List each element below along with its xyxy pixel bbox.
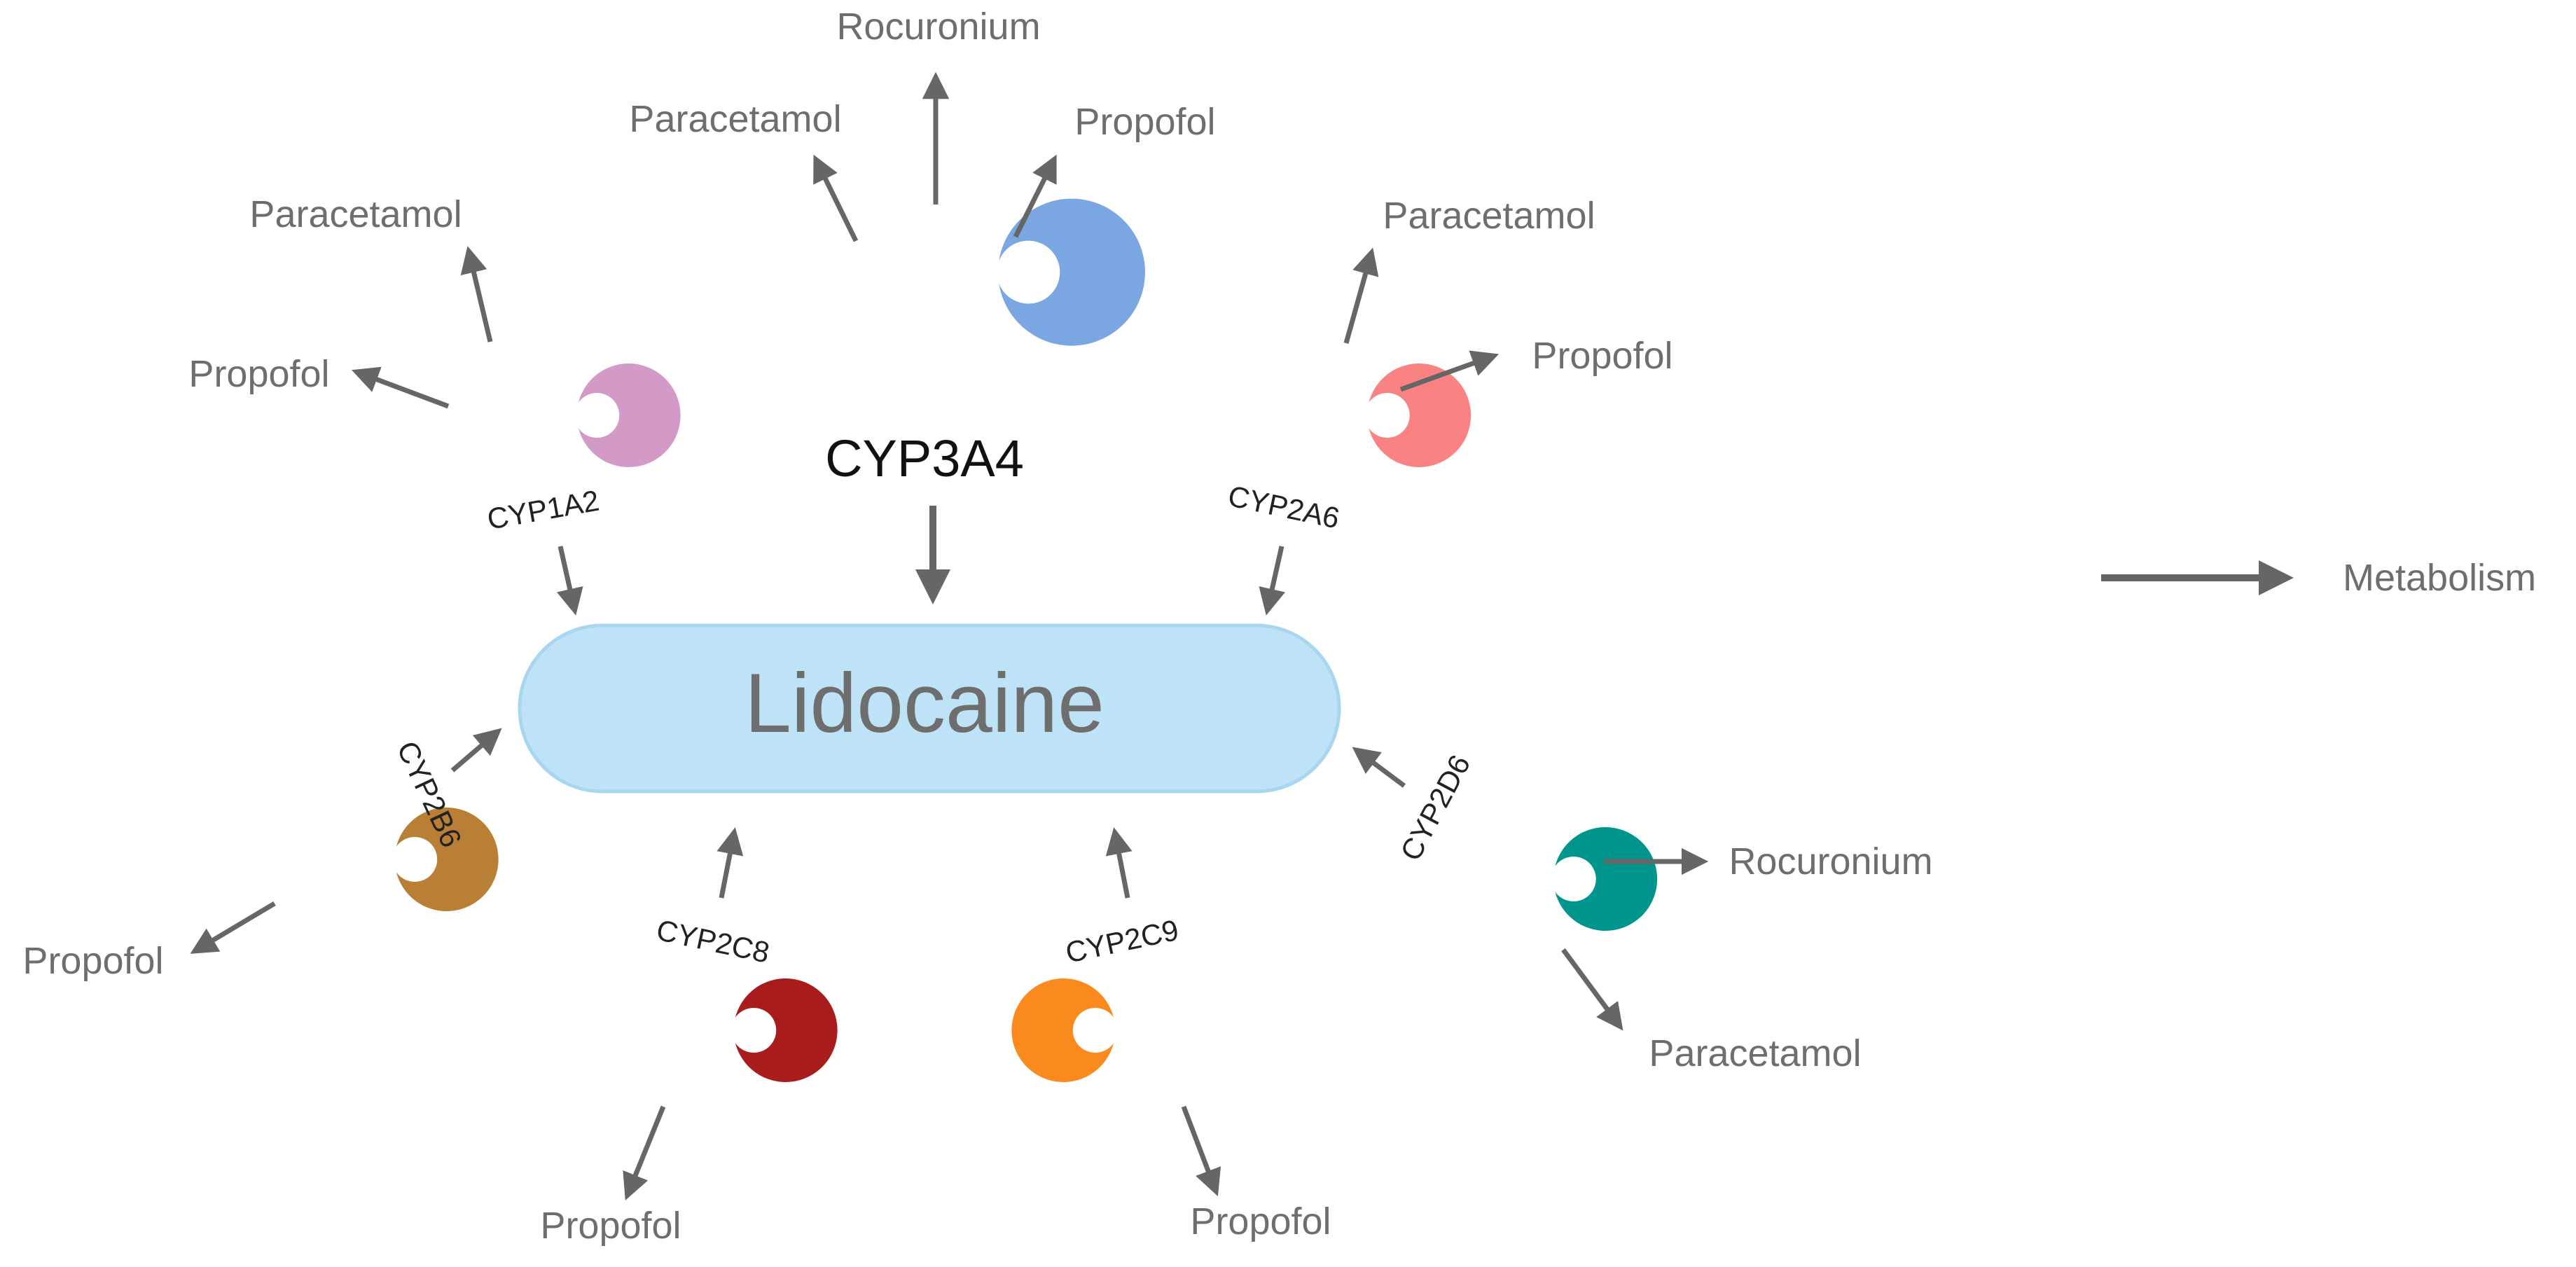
- cyp2b6-substrate-propofol: Propofol: [22, 940, 163, 982]
- cyp2a6-to-paracetamol-arrow: [1343, 247, 1379, 344]
- cyp2c8-substrate-propofol: Propofol: [540, 1205, 681, 1247]
- cyp2a6-substrate-paracetamol: Paracetamol: [1383, 195, 1595, 237]
- cyp3a4-label: CYP3A4: [825, 429, 1024, 487]
- cyp2c8-to-propofol-arrow: [623, 1105, 666, 1200]
- cyp2c9-to-lidocaine-arrow: [1105, 827, 1133, 899]
- cyp2a6-substrate-propofol: Propofol: [1532, 335, 1673, 377]
- cyp1a2-to-propofol-arrow: [351, 366, 450, 409]
- cyp2d6-substrate-paracetamol: Paracetamol: [1649, 1032, 1861, 1074]
- cyp2d6-enzyme-icon: [1555, 827, 1658, 931]
- cyp1a2-substrate-propofol: Propofol: [188, 353, 329, 395]
- cyp3a4-enzyme-icon: [999, 198, 1145, 346]
- cyp2a6-enzyme-icon: [1369, 364, 1471, 467]
- cyp2a6-to-lidocaine-arrow: [1259, 546, 1286, 616]
- cyp1a2-label: CYP1A2: [485, 484, 602, 536]
- cyp3a4-substrate-paracetamol: Paracetamol: [629, 98, 841, 140]
- lidocaine-node: [518, 623, 1341, 794]
- cyp2a6-label: CYP2A6: [1225, 479, 1342, 534]
- cyp2d6-to-paracetamol-arrow: [1561, 948, 1623, 1031]
- cyp2b6-enzyme-icon: [396, 808, 499, 911]
- legend-metabolism-label: Metabolism: [2343, 557, 2536, 599]
- cyp2b6-to-propofol-arrow: [190, 901, 276, 954]
- cyp2c9-substrate-propofol: Propofol: [1190, 1200, 1331, 1242]
- lidocaine-label: Lidocaine: [745, 656, 1105, 750]
- cyp2c8-enzyme-icon: [735, 978, 838, 1082]
- cyp2c8-to-lidocaine-arrow: [716, 827, 744, 899]
- cyp1a2-to-paracetamol-arrow: [460, 246, 493, 342]
- cyp2d6-label: CYP2D6: [1394, 749, 1476, 866]
- cyp2c8-label: CYP2C8: [653, 913, 773, 969]
- cyp3a4-to-propofol-arrow: [1013, 154, 1057, 238]
- cyp2b6-to-lidocaine-arrow: [450, 728, 502, 773]
- cyp2c9-label: CYP2C9: [1062, 913, 1182, 969]
- cyp2c9-enzyme-icon: [1011, 978, 1114, 1083]
- cyp3a4-to-paracetamol-arrow: [813, 154, 859, 242]
- cyp1a2-enzyme-icon: [578, 364, 681, 467]
- cyp2a6-to-propofol-arrow: [1399, 350, 1500, 392]
- cyp1a2-to-lidocaine-arrow: [556, 546, 583, 616]
- cyp1a2-substrate-paracetamol: Paracetamol: [249, 193, 462, 235]
- cyp2d6-substrate-rocuronium: Rocuronium: [1729, 840, 1932, 882]
- cyp3a4-substrate-rocuronium: Rocuronium: [836, 6, 1040, 48]
- cyp2d6-to-lidocaine-arrow: [1352, 747, 1406, 788]
- cyp3a4-substrate-propofol: Propofol: [1074, 101, 1215, 143]
- cyp2c9-to-propofol-arrow: [1181, 1105, 1221, 1196]
